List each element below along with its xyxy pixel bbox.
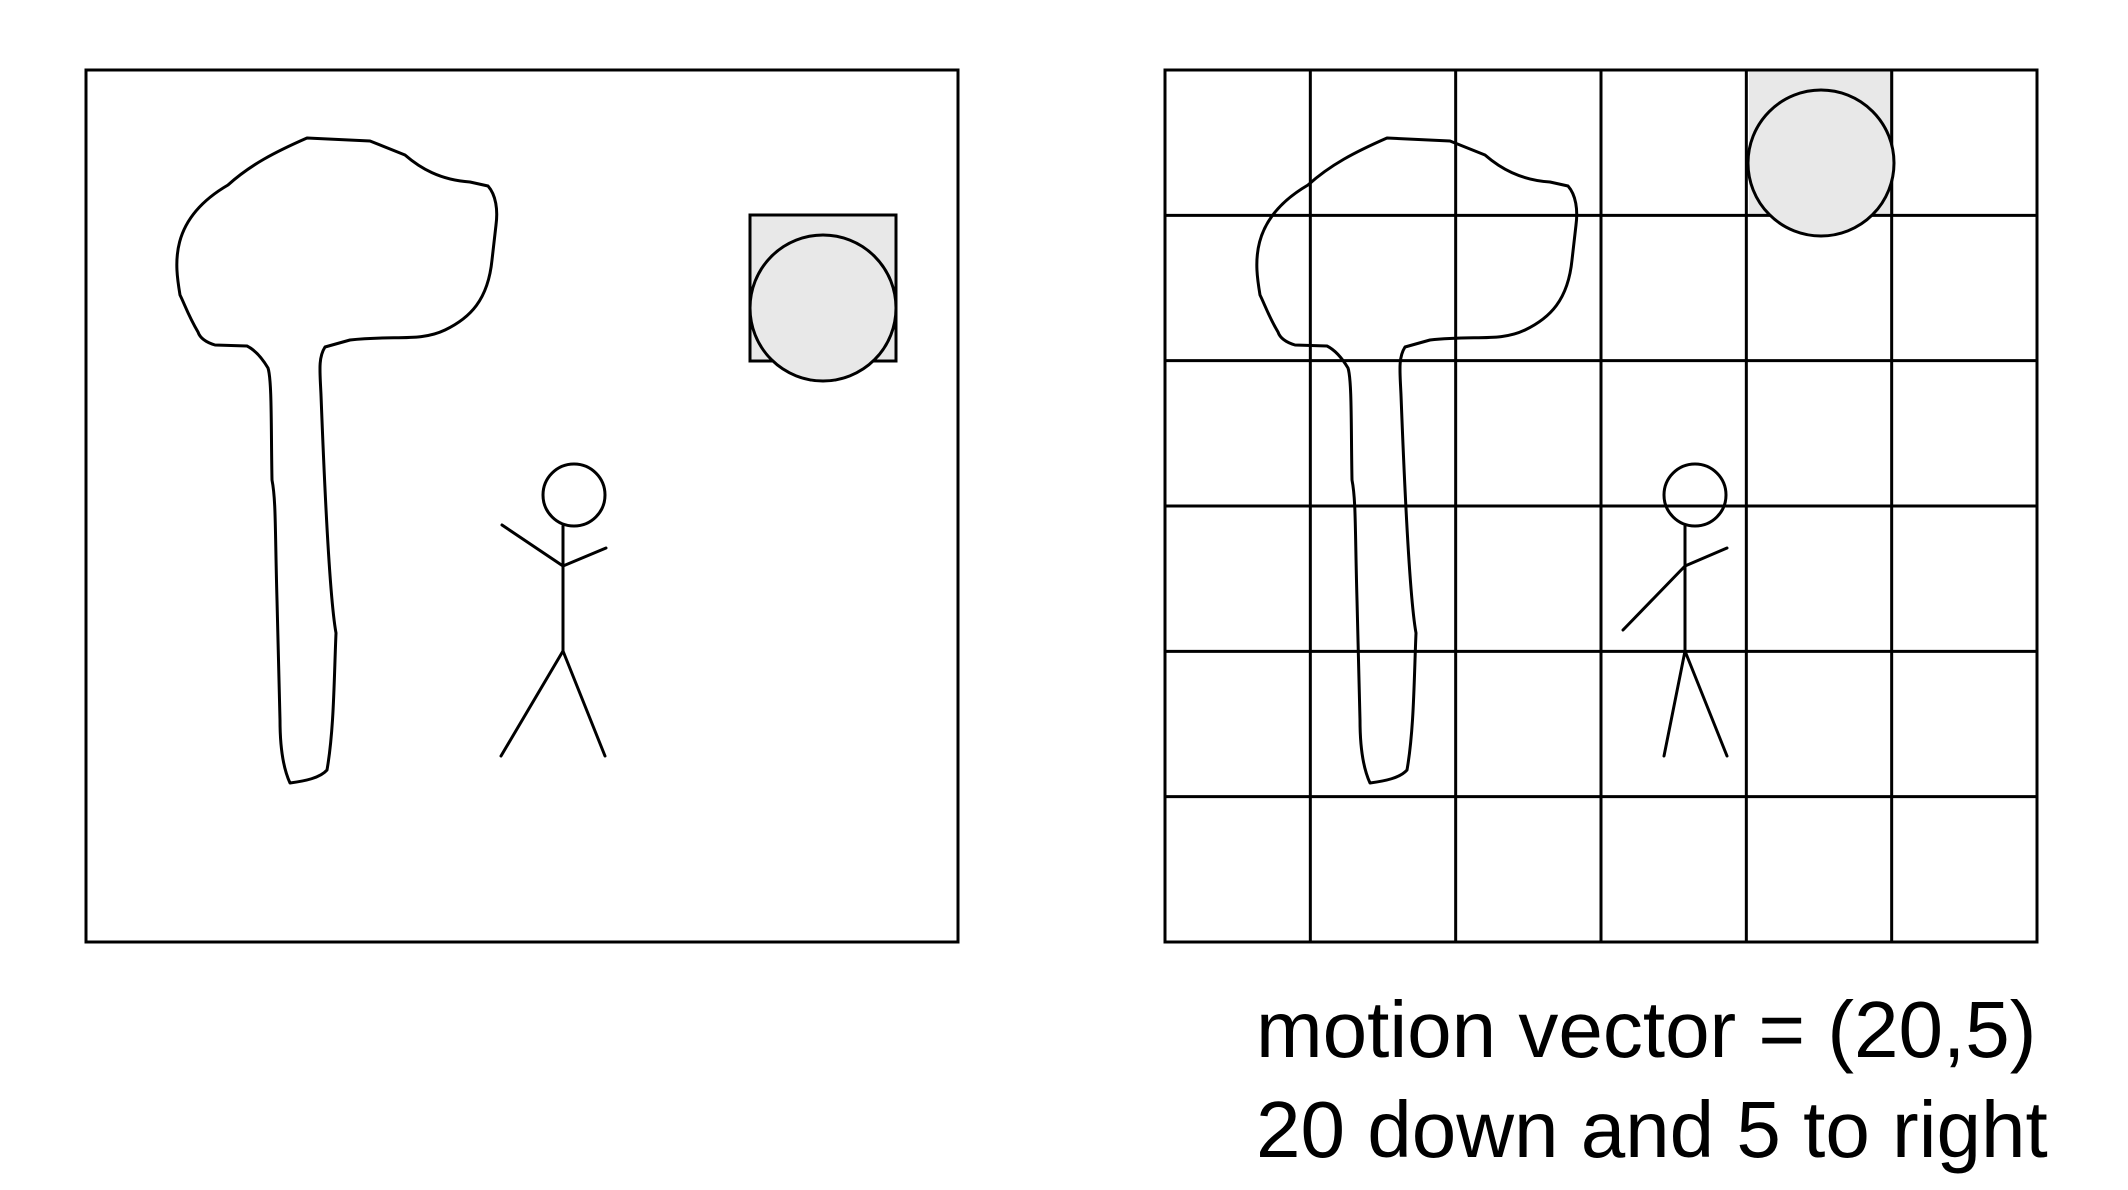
stick-figure-icon (1621, 462, 1729, 758)
current-frame-border (1163, 68, 2039, 944)
stick-figure-icon (499, 462, 608, 758)
tree-outline-icon (175, 136, 499, 785)
reference-frame-border (84, 68, 960, 944)
motion-vector-description: 20 down and 5 to right (1256, 1085, 2048, 1174)
block-grid (1165, 70, 2037, 942)
tree-outline-icon (1255, 136, 1579, 785)
circle-ball-icon (1746, 88, 1896, 238)
circle-ball-icon (748, 233, 898, 383)
current-frame (1163, 68, 2039, 944)
reference-frame (84, 68, 960, 944)
motion-vector-label: motion vector = (20,5) (1256, 985, 2037, 1074)
